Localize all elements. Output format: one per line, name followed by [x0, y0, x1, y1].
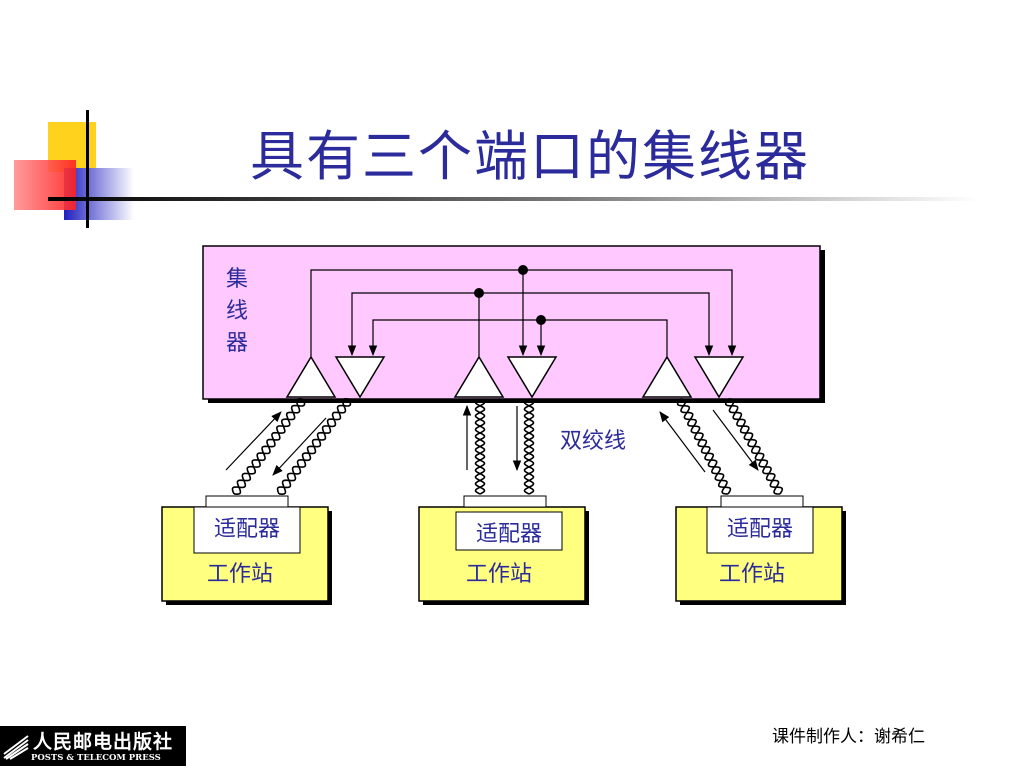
junction-dot	[536, 315, 546, 325]
port-receiver	[334, 356, 386, 399]
workstation: 适配器 工作站	[161, 495, 332, 605]
junction-dot	[518, 265, 528, 275]
twisted-pair-wire	[523, 398, 535, 495]
uplink-arrow	[659, 411, 706, 473]
workstation-label: 工作站	[466, 562, 532, 587]
adapter-label: 适配器	[476, 522, 542, 547]
port-transmitter	[453, 355, 505, 398]
port-receiver	[506, 356, 558, 399]
twisted-pair-wire	[474, 398, 486, 495]
cable-label: 双绞线	[560, 429, 626, 454]
adapter-connector	[720, 495, 804, 508]
publisher-name-cn: 人民邮电出版社	[33, 731, 174, 753]
downlink-arrow	[712, 409, 759, 471]
workstation: 适配器 工作站	[418, 495, 589, 605]
title-rule	[48, 197, 978, 201]
uplink-arrow	[225, 411, 282, 471]
publisher-mark-icon	[3, 735, 29, 760]
publisher-name-en: POSTS & TELECOM PRESS	[31, 753, 161, 763]
adapter-label: 适配器	[727, 517, 793, 542]
port-transmitter	[641, 355, 693, 398]
hub-label-char: 集	[226, 267, 248, 292]
port-transmitter	[285, 355, 337, 398]
hub-label-char: 线	[226, 299, 248, 324]
downlink-arrow	[272, 417, 327, 476]
workstation-label: 工作站	[719, 562, 785, 587]
direction-arrows	[225, 404, 759, 476]
adapter-connector	[463, 495, 547, 508]
title-decoration	[14, 110, 978, 228]
adapter-box	[706, 506, 814, 554]
adapter-box	[193, 506, 301, 554]
junction-dot	[474, 288, 484, 298]
twisted-pair-wire	[276, 398, 352, 495]
publisher-logo: 人民邮电出版社 POSTS & TELECOM PRESS	[0, 726, 186, 766]
adapter-label: 适配器	[214, 517, 280, 542]
adapter-connector	[205, 495, 289, 508]
course-credit: 课件制作人：谢希仁	[772, 727, 925, 747]
workstation-label: 工作站	[207, 562, 273, 587]
hub-label-char: 器	[226, 331, 248, 356]
adapter-box	[455, 511, 563, 551]
twisted-pair-wire	[728, 398, 780, 495]
hub-ports	[285, 355, 745, 399]
slide-title: 具有三个端口的集线器	[250, 125, 810, 188]
port-receiver	[693, 356, 745, 399]
twisted-pair-wire	[679, 398, 729, 495]
workstation: 适配器 工作站	[675, 495, 846, 605]
vertical-rule	[86, 110, 89, 228]
twisted-pair-cables	[231, 397, 784, 496]
red-square	[14, 160, 76, 210]
twisted-pair-wire	[231, 398, 306, 495]
